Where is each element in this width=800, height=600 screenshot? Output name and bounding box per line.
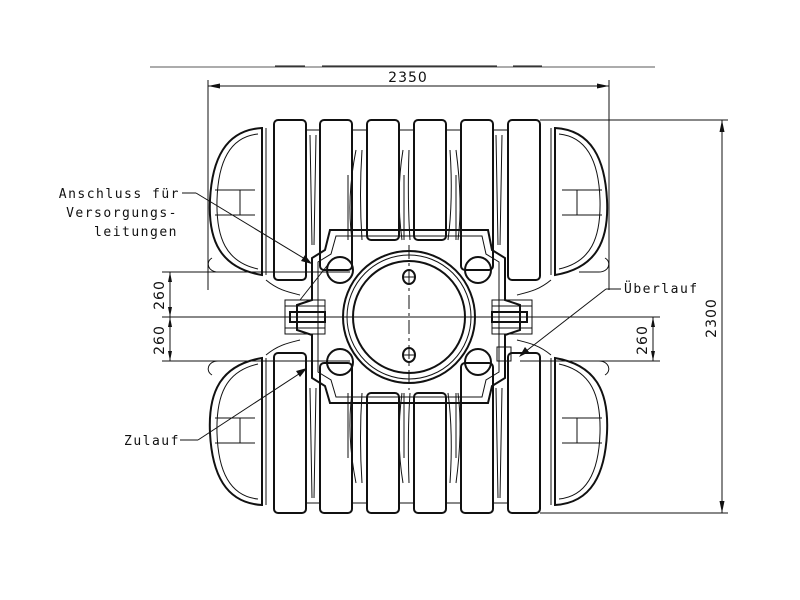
- ueberlauf-label: Überlauf: [624, 280, 699, 297]
- anschluss-label-line2: Versorgungs-: [66, 206, 178, 221]
- dome: [342, 245, 476, 390]
- ribs-bottom: [273, 352, 541, 514]
- tank-body: [207, 119, 610, 514]
- end-cap-bottom-left: [207, 356, 267, 507]
- annotation-anschluss: Anschluss für Versorgungs- leitungen: [59, 187, 331, 301]
- annotation-zulauf: Zulauf: [124, 368, 307, 449]
- anschluss-label-line3: leitungen: [94, 225, 178, 240]
- header-rule: [150, 65, 655, 68]
- annotation-ueberlauf: Überlauf: [519, 280, 699, 357]
- offset-right: 260: [635, 325, 651, 355]
- corner-ports: [326, 256, 492, 376]
- ribs-top: [273, 119, 541, 281]
- dimension-height: 2300: [540, 119, 728, 514]
- width-value: 2350: [388, 70, 428, 86]
- zulauf-label: Zulauf: [124, 434, 180, 449]
- end-cap-top-left: [207, 126, 267, 277]
- end-cap-bottom-right: [550, 356, 610, 507]
- dimension-left-offsets: 260 260: [152, 271, 520, 362]
- anschluss-label-line1: Anschluss für: [59, 187, 180, 202]
- center-hub: [265, 229, 552, 404]
- dimension-width: 2350: [207, 70, 610, 290]
- offset-upper-left: 260: [152, 280, 168, 310]
- offset-lower-left: 260: [152, 325, 168, 355]
- height-value: 2300: [704, 298, 720, 338]
- end-cap-top-right: [550, 126, 610, 277]
